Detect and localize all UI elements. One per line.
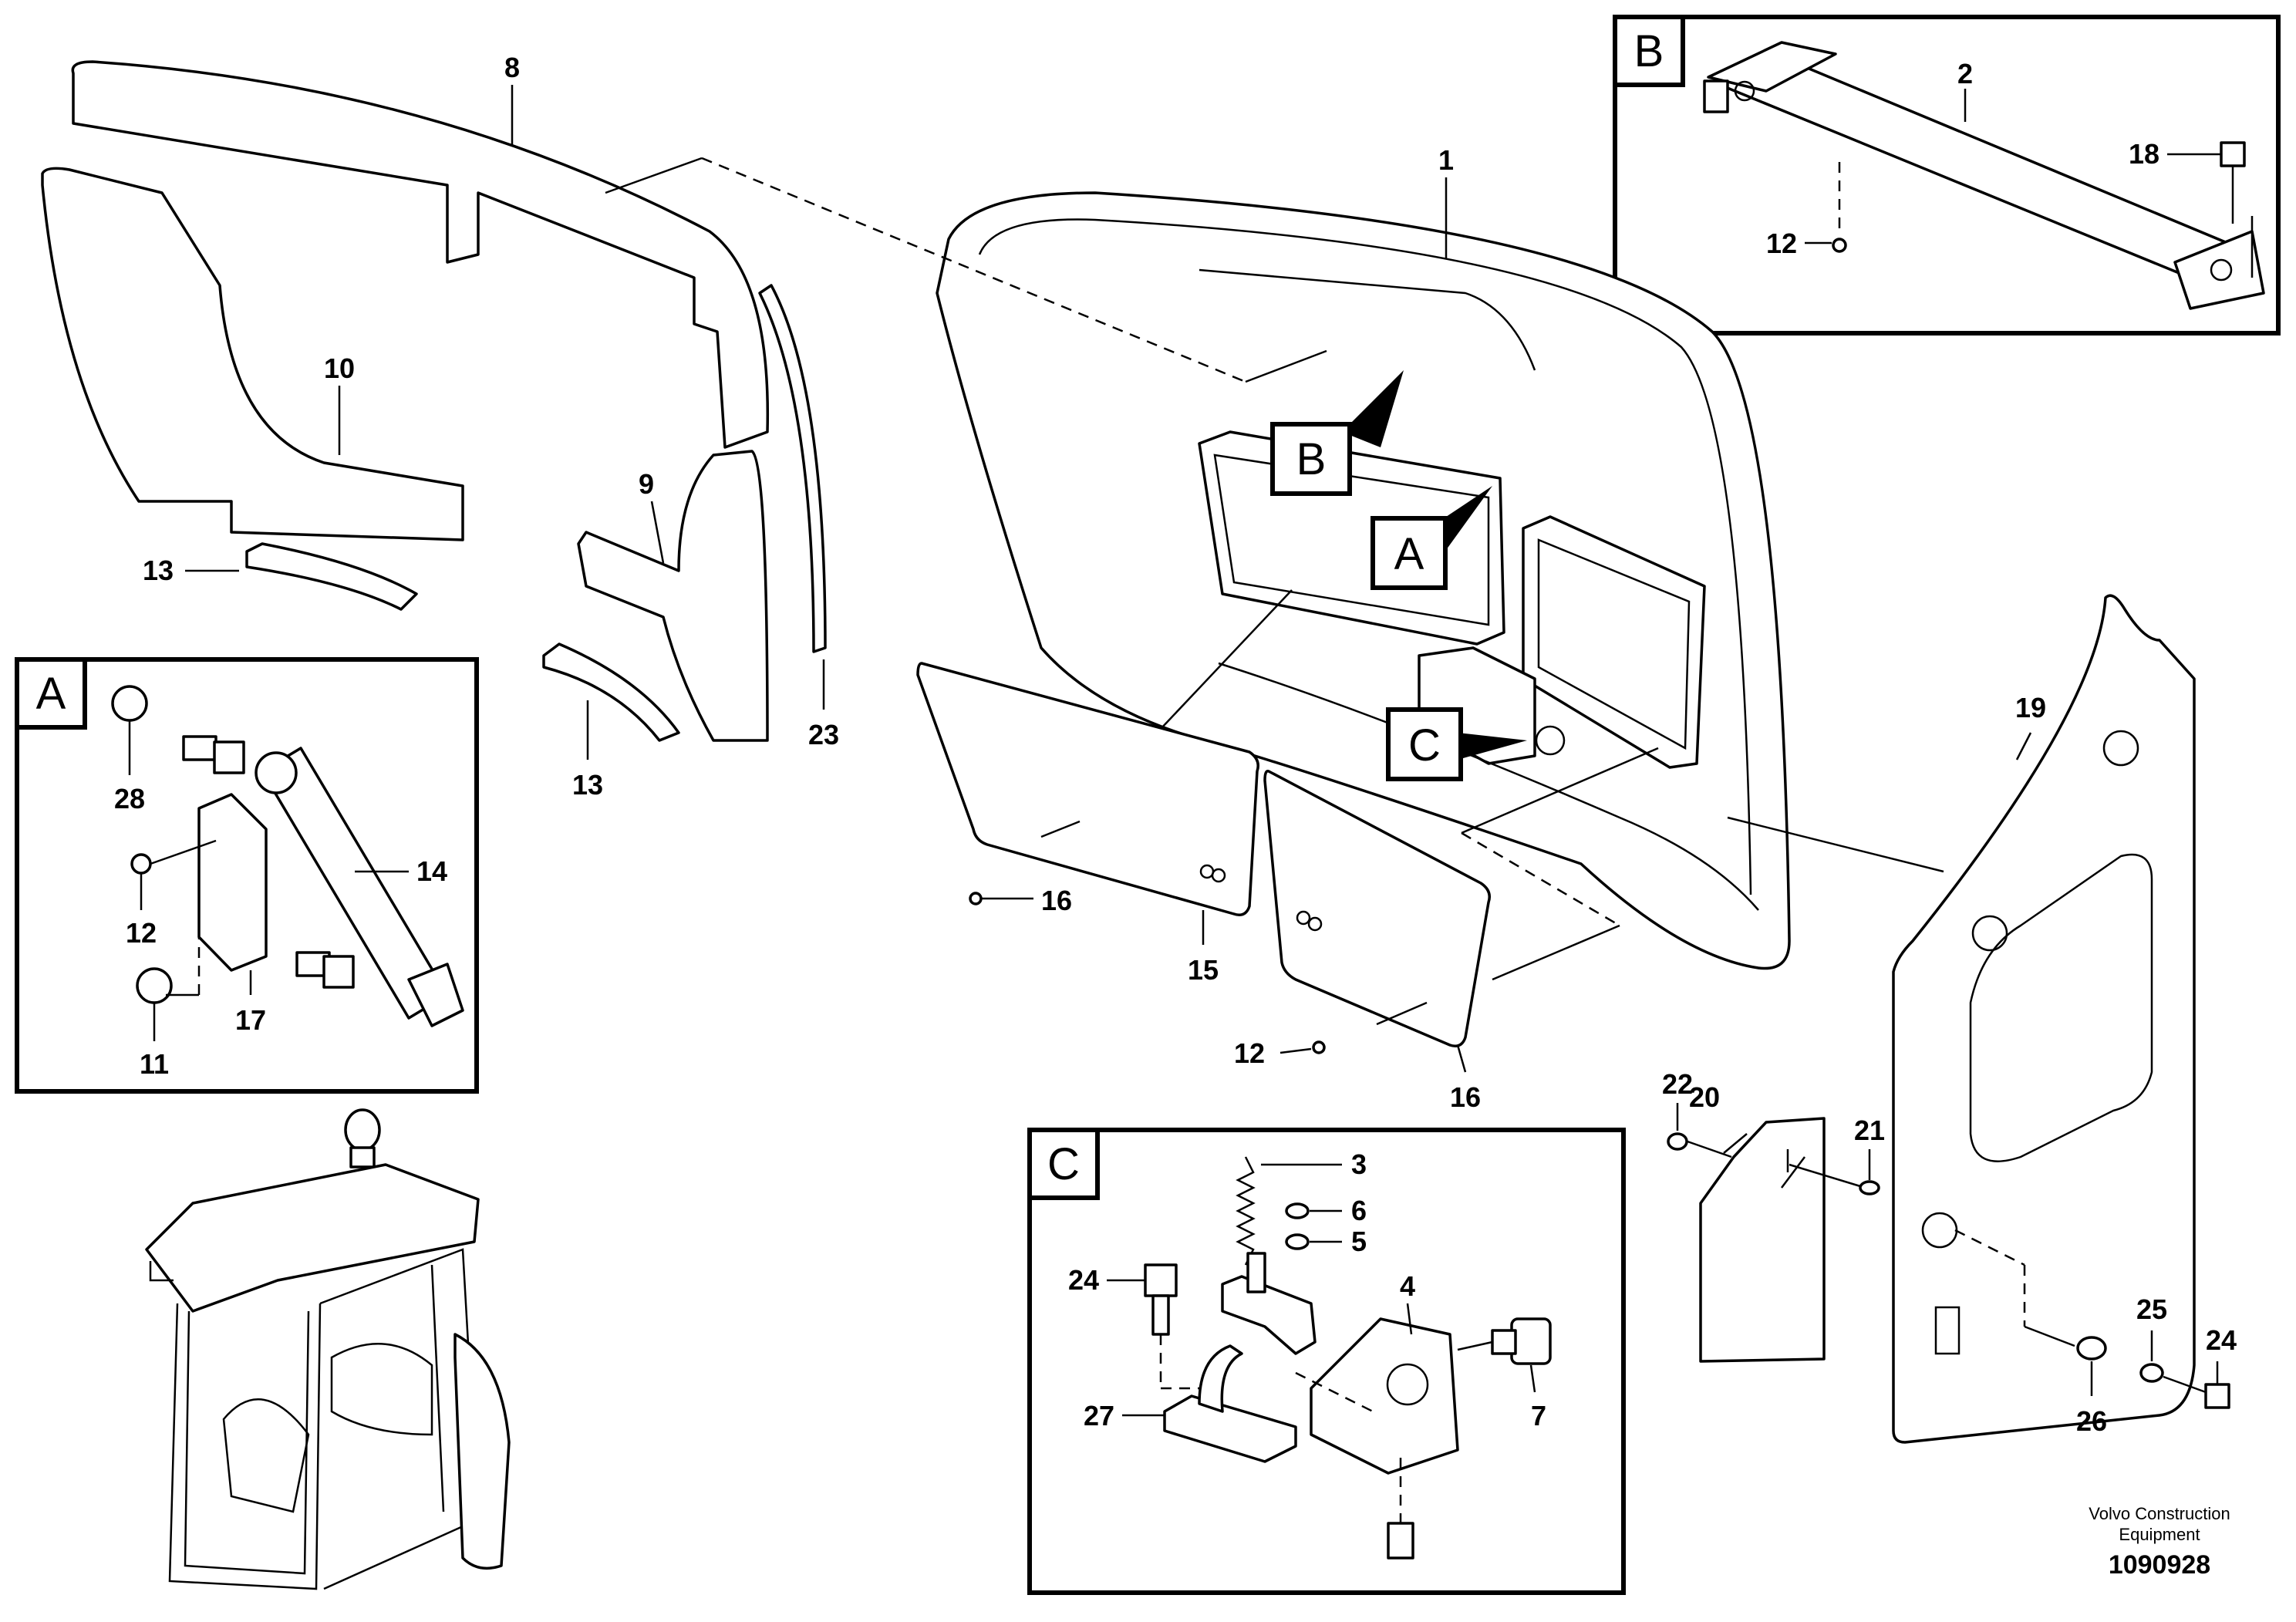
label-part-17: 17 — [235, 1004, 266, 1036]
label-part-20: 20 — [1689, 1081, 1720, 1113]
label-part-12-detail-b: 12 — [1766, 228, 1797, 259]
label-part-15: 15 — [1188, 954, 1219, 986]
label-part-3: 3 — [1351, 1148, 1367, 1180]
label-part-9: 9 — [639, 468, 654, 500]
label-part-16-upper: 16 — [1041, 885, 1072, 916]
label-part-26: 26 — [2076, 1405, 2107, 1437]
company-name-line2: Equipment — [2119, 1525, 2200, 1544]
label-part-11: 11 — [140, 1048, 169, 1080]
label-part-7: 7 — [1531, 1400, 1546, 1431]
label-part-13-left: 13 — [143, 555, 174, 586]
label-part-18: 18 — [2129, 138, 2159, 170]
bracket-plate — [197, 793, 268, 972]
drawing-number: 1090928 — [2109, 1550, 2210, 1580]
label-part-8: 8 — [504, 52, 520, 83]
label-part-23: 23 — [808, 719, 839, 750]
insulation-pad: 20 22 21 — [1662, 1068, 1885, 1363]
label-part-4: 4 — [1400, 1270, 1415, 1302]
detail-c-letter: C — [1047, 1139, 1080, 1189]
callout-c-letter: C — [1408, 720, 1441, 771]
edge-seal-middle — [542, 642, 680, 742]
callout-b-letter: B — [1296, 434, 1327, 484]
label-part-5: 5 — [1351, 1226, 1367, 1257]
hinge-bracket — [1703, 41, 2265, 310]
callout-b: B — [1270, 370, 1404, 496]
label-part-12-glass: 12 — [1234, 1037, 1265, 1069]
label-part-21: 21 — [1854, 1114, 1885, 1146]
detail-c-frame — [1027, 1128, 1626, 1595]
label-part-1: 1 — [1438, 144, 1454, 176]
pillar-trim-panel — [577, 450, 769, 742]
detail-c-tag — [1027, 1128, 1100, 1200]
detail-a-letter: A — [36, 669, 66, 719]
label-part-27: 27 — [1084, 1400, 1114, 1431]
glass-pane-16 — [1263, 770, 1491, 1047]
title-block: Volvo Construction Equipment 1090928 — [2089, 1504, 2230, 1580]
gas-strut — [255, 747, 464, 1027]
callout-a: A — [1371, 486, 1492, 590]
detail-c: C 3 6 5 24 27 4 — [1027, 1128, 1626, 1595]
label-part-22: 22 — [1662, 1068, 1693, 1100]
label-part-16-lower: 16 — [1450, 1081, 1481, 1113]
cab-overview-illustration — [145, 1108, 511, 1590]
inner-door-panel: 19 — [1727, 594, 2196, 1444]
detail-a-tag — [15, 657, 87, 730]
detail-b: B 2 18 12 — [1613, 15, 2281, 336]
label-part-2: 2 — [1957, 58, 1973, 89]
label-part-28: 28 — [114, 783, 145, 814]
callout-c: C — [1386, 707, 1527, 781]
side-trim-panel — [41, 167, 464, 541]
label-part-10: 10 — [324, 352, 355, 384]
detail-b-tag — [1613, 15, 1685, 87]
company-name-line1: Volvo Construction — [2089, 1504, 2230, 1523]
glass-pane-15 — [916, 662, 1259, 916]
detail-b-letter: B — [1634, 26, 1664, 76]
weather-strip — [758, 284, 827, 653]
label-part-19: 19 — [2015, 692, 2046, 723]
edge-seal-left — [245, 542, 418, 611]
label-part-24-detail-c: 24 — [1068, 1264, 1099, 1296]
trim-panels: 8 10 13 9 13 23 — [41, 52, 839, 801]
label-part-25: 25 — [2136, 1293, 2167, 1325]
label-part-24-right: 24 — [2206, 1324, 2237, 1356]
panel-fasteners: 26 25 24 — [2076, 1293, 2237, 1437]
window-glass: 16 15 16 12 — [916, 589, 1491, 1113]
detail-b-frame — [1613, 15, 2281, 336]
rear-door: 1 — [605, 144, 1791, 981]
label-part-14: 14 — [416, 855, 447, 887]
label-part-6: 6 — [1351, 1195, 1367, 1226]
detail-a: A 28 12 11 17 14 — [15, 657, 479, 1094]
detail-a-frame — [15, 657, 479, 1094]
upper-trim-panel — [71, 60, 770, 449]
callout-a-letter: A — [1394, 529, 1424, 579]
label-part-13-middle: 13 — [572, 769, 603, 801]
label-part-12-detail-a: 12 — [126, 917, 157, 949]
